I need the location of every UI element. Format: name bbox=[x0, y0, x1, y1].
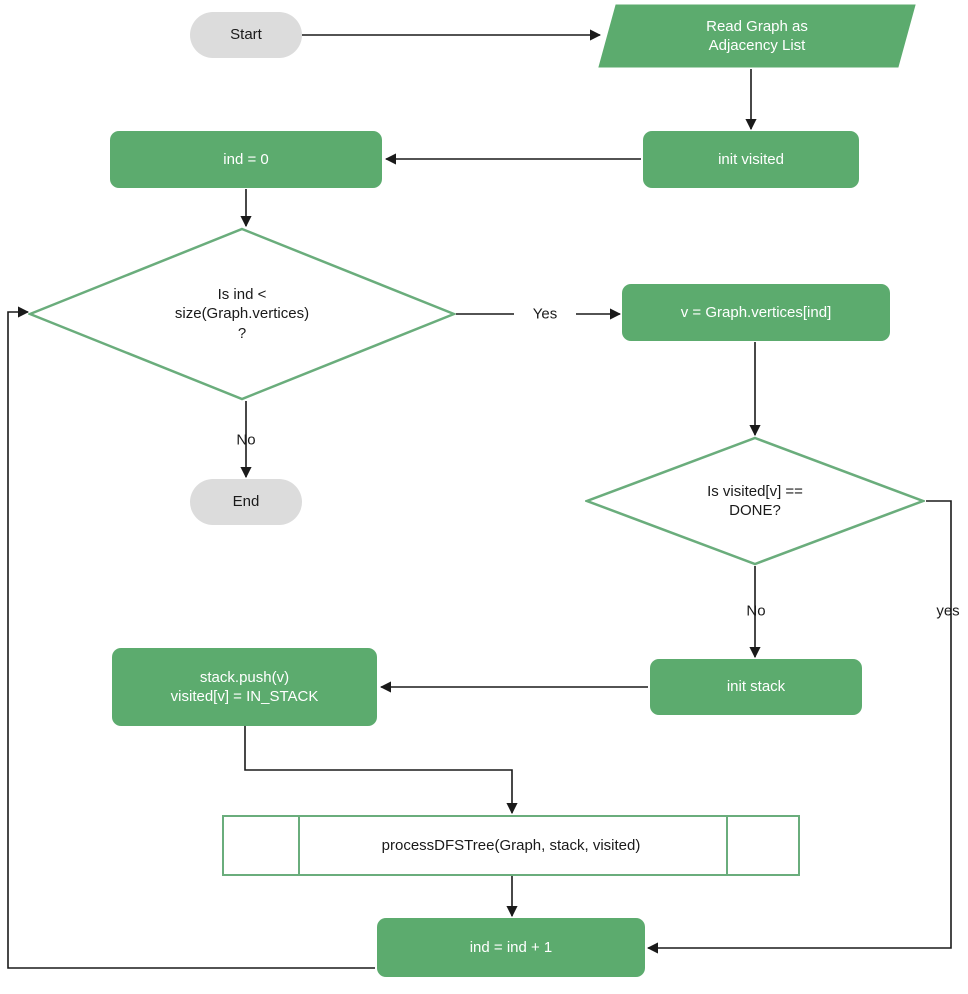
node-init-stack[interactable]: init stack bbox=[650, 659, 862, 715]
node-read-graph[interactable]: Read Graph as Adjacency List bbox=[598, 4, 916, 68]
node-visited-check[interactable]: Is visited[v] == DONE? bbox=[585, 436, 925, 566]
node-process-dfs-tree[interactable]: processDFSTree(Graph, stack, visited) bbox=[222, 815, 800, 876]
edge-push-stack-to-process-dfs-tree bbox=[244, 726, 518, 815]
node-increment-label: ind = ind + 1 bbox=[469, 938, 553, 956]
node-loop-check[interactable]: Is ind < size(Graph.vertices) ? bbox=[28, 227, 456, 401]
edge-label-visited-yes: yes bbox=[936, 602, 960, 620]
edge-label-loop-no: No bbox=[236, 431, 256, 449]
node-start[interactable]: Start bbox=[190, 12, 302, 58]
node-push-stack[interactable]: stack.push(v) visited[v] = IN_STACK bbox=[112, 648, 377, 726]
node-push-stack-line1: stack.push(v) bbox=[199, 668, 290, 686]
edge-label-loop-yes: Yes bbox=[532, 305, 558, 323]
node-get-vertex-label: v = Graph.vertices[ind] bbox=[680, 303, 832, 321]
node-init-stack-label: init stack bbox=[726, 678, 786, 696]
node-end[interactable]: End bbox=[190, 479, 302, 525]
node-init-visited[interactable]: init visited bbox=[643, 131, 859, 188]
node-process-dfs-tree-label: processDFSTree(Graph, stack, visited) bbox=[381, 837, 641, 854]
node-get-vertex[interactable]: v = Graph.vertices[ind] bbox=[622, 284, 890, 341]
node-init-visited-label: init visited bbox=[718, 150, 784, 168]
node-ind-zero[interactable]: ind = 0 bbox=[110, 131, 382, 188]
node-end-label: End bbox=[232, 493, 260, 511]
edge-increment-to-loop-check bbox=[7, 306, 375, 969]
node-ind-zero-label: ind = 0 bbox=[223, 150, 269, 168]
edge-label-visited-no: No bbox=[746, 602, 766, 620]
edge-visited-check-yes-to-increment bbox=[646, 500, 952, 954]
node-increment[interactable]: ind = ind + 1 bbox=[377, 918, 645, 977]
subroutine-right-bar bbox=[726, 817, 728, 874]
node-push-stack-label: stack.push(v) visited[v] = IN_STACK bbox=[171, 668, 319, 707]
subroutine-left-bar bbox=[298, 817, 300, 874]
node-start-label: Start bbox=[230, 26, 262, 44]
node-push-stack-line2: visited[v] = IN_STACK bbox=[170, 688, 319, 705]
